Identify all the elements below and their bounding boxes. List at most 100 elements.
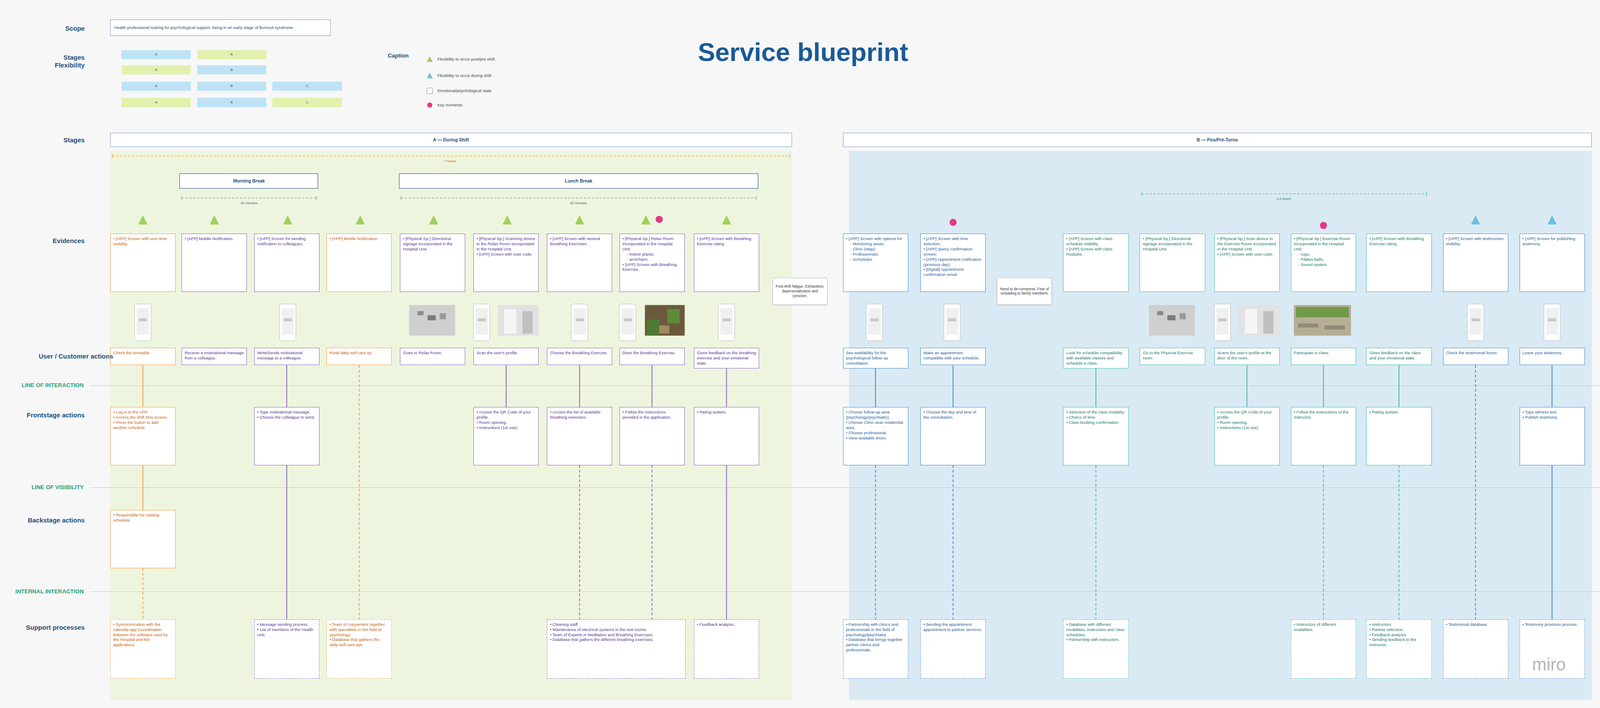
- phone-screen: [720, 307, 733, 335]
- phone-content: [722, 318, 731, 322]
- box-text: • Feedback analysis.: [696, 621, 757, 627]
- box-text: • Follow the instructions of the instruc…: [1293, 409, 1354, 420]
- box-text: • [APP] Screen for publishing testimony.: [1522, 236, 1582, 247]
- user-action-box: Goes to Relax Room.: [399, 347, 466, 365]
- box-text: • Team of copywriters together with spec…: [329, 621, 389, 638]
- legend-item: Flexibility to occur during shift: [426, 72, 492, 80]
- diagram-title: Service blueprint: [697, 37, 909, 68]
- box-text: • [Physical Sp.] Scanning device in the …: [476, 236, 536, 252]
- photo-detail: [646, 319, 659, 336]
- box-text: • Sending feedback to the instructor.: [1369, 636, 1429, 648]
- duration-line: [1141, 193, 1427, 195]
- user-action-box: Check the timetable.: [110, 347, 176, 365]
- box-text: • [APP] Query confirmation screen;: [923, 246, 983, 257]
- legend-swatch: [426, 55, 434, 63]
- legend-text: Flexibility to occur during shift: [437, 73, 492, 78]
- evidence-photo: [1149, 304, 1195, 336]
- key-moment-dot: [1319, 221, 1328, 230]
- connector: [875, 368, 876, 407]
- evidence-photo: [1293, 304, 1351, 336]
- stage-band: B — Pós/Pré-Turno: [843, 132, 1592, 147]
- phone-content: [948, 318, 957, 322]
- box-text: ◦ Clinic (Map);: [846, 246, 906, 252]
- box-text: ◦ armchairs.: [622, 256, 682, 262]
- connector: [1551, 465, 1553, 620]
- evidence-box: • [Physical Sp.] Scan device in the Exer…: [1214, 233, 1280, 292]
- box-text: C: [306, 100, 309, 105]
- support-box: • Database with different modalities, in…: [1063, 619, 1129, 679]
- frontstage-box: • Follow the instructions of the instruc…: [1290, 406, 1357, 465]
- box-text: • Follow the instructions provided in th…: [622, 409, 682, 420]
- phone-mockup: [1467, 303, 1484, 341]
- user-action-box: Write/Sends motivational message to a co…: [254, 347, 320, 365]
- connector: [651, 364, 653, 407]
- connector: [142, 568, 144, 620]
- row-label: Stages Flexibility: [41, 53, 85, 69]
- box-text: ◦ Monitoring areas;: [846, 241, 906, 247]
- flexibility-bar: A: [121, 50, 192, 60]
- swatch-square: [426, 87, 433, 94]
- connector: [286, 465, 288, 620]
- row-label: Scope: [65, 24, 85, 32]
- box-text: • Partner selection.: [1369, 626, 1429, 633]
- support-box: • Team of copywriters together with spec…: [326, 619, 392, 679]
- evidence-box: • [APP] Screen for publishing testimony.: [1519, 233, 1585, 292]
- box-text: ◦ Indoor plants;: [622, 251, 682, 257]
- box-text: • Testimonial database.: [1446, 621, 1506, 627]
- box-text: • Team of Experts in Meditation and Brea…: [549, 632, 683, 638]
- phone-mockup: [866, 303, 883, 341]
- evidence-box: • [APP] Screen with time selection;• [AP…: [920, 233, 986, 292]
- watermark: miro: [1532, 654, 1566, 674]
- box-text: • Choose the day and time of the consult…: [923, 409, 983, 420]
- evidence-box: • [APP] Screen for sending notification …: [254, 233, 320, 292]
- line-label: LINE OF VISIBILITY: [31, 484, 84, 491]
- box-text: Choose the Breathing Exercise.: [549, 350, 610, 356]
- support-box: • Instructors of different modalities.: [1290, 619, 1357, 679]
- phone-screen: [281, 307, 294, 335]
- box-text: • Log in to the APP.: [113, 409, 173, 415]
- box-text: • Selection of the class modality.: [1066, 409, 1126, 415]
- phone-content: [870, 318, 879, 322]
- phone-screen: [136, 307, 149, 335]
- box-text: • [APP] Screen with testimonies visibili…: [1446, 236, 1506, 247]
- swimlane-line: [89, 591, 1600, 592]
- box-text: • Maintenance of electrical systems in t…: [549, 626, 683, 633]
- box-text: Look for schedule compatibility with ava…: [1066, 350, 1126, 366]
- box-text: A — During Shift: [432, 137, 470, 143]
- box-text: • Room opening.: [476, 419, 536, 425]
- phone-content: [1548, 318, 1557, 322]
- duration-tick: [111, 153, 113, 158]
- connector: [651, 465, 653, 620]
- photo-detail: [522, 310, 533, 334]
- support-box: • Partnership with clinics and professio…: [843, 619, 909, 679]
- box-text: • Cleaning staff.: [549, 621, 683, 627]
- box-text: • [Physical Sp.] Directional signage inc…: [1142, 236, 1202, 252]
- connector: [875, 465, 876, 620]
- box-text: Participate in class.: [1293, 350, 1354, 356]
- box-text: • [APP] Screen with user time visibility…: [113, 236, 173, 247]
- phone-mockup: [279, 303, 297, 341]
- box-text: • [APP] Mobile Notification.: [184, 236, 244, 242]
- user-action-box: Receive a motivational message from a co…: [181, 347, 247, 365]
- duration-tick: [1141, 191, 1143, 196]
- photo-detail: [1245, 309, 1258, 334]
- flexibility-triangle: [138, 215, 148, 225]
- support-box: • Message sending process.• List of memb…: [254, 619, 320, 679]
- connector: [286, 364, 288, 407]
- box-text: • [APP] Mobile Notification.: [329, 236, 389, 242]
- flexibility-bar: B: [197, 65, 267, 75]
- box-text: Gives feedback on the class and your emo…: [1369, 350, 1429, 361]
- legend-text: Flexibility to occur post/pre shift.: [437, 56, 496, 62]
- box-text: • Instructors.: [1369, 621, 1429, 627]
- box-text: • Instructors of different modalities.: [1293, 621, 1354, 633]
- frontstage-box: • Choose the day and time of the consult…: [920, 406, 986, 465]
- box-text: Morning Break: [233, 178, 266, 184]
- box-text: • Class booking confirmation.: [1066, 419, 1126, 425]
- phone-screen: [945, 307, 959, 335]
- flexibility-bar: C: [272, 81, 342, 91]
- row-label: Backstage actions: [27, 516, 85, 524]
- box-text: Need to de-compress. Fear of unloading t…: [999, 286, 1050, 296]
- evidence-photo: [1238, 304, 1280, 336]
- flexibility-triangle: [574, 215, 585, 225]
- box-text: • [APP] Screen for sending notification …: [257, 236, 317, 247]
